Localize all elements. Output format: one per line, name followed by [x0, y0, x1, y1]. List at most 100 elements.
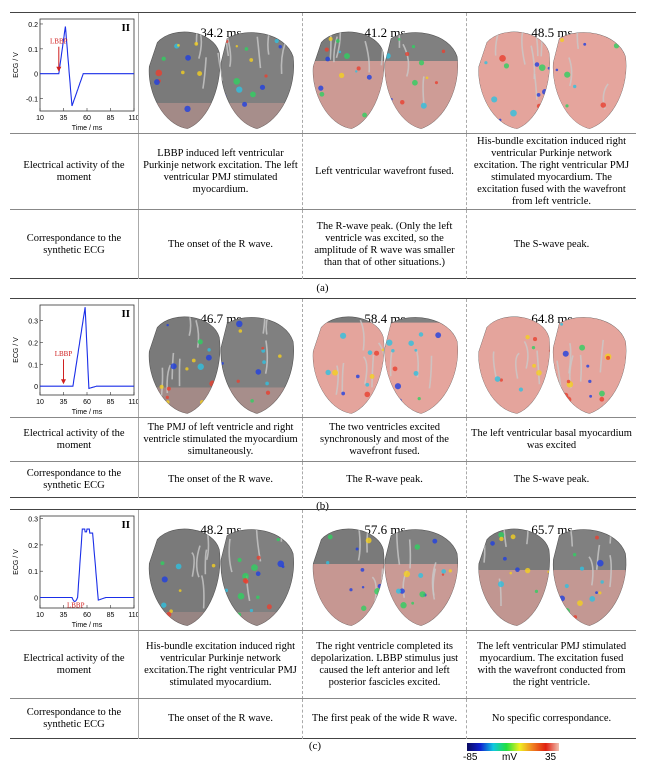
purkinje-spot	[343, 53, 350, 60]
purkinje-spot	[524, 567, 531, 574]
panel-label: (a)	[316, 282, 329, 294]
purkinje-spot	[536, 93, 541, 97]
activation-map	[313, 319, 458, 414]
purkinje-spot	[264, 74, 268, 78]
surface-ridge	[256, 36, 262, 69]
purkinje-spot	[262, 360, 266, 365]
purkinje-spot	[403, 570, 411, 578]
purkinje-spot	[242, 572, 249, 580]
heart-frame-2: 41.2 ms	[302, 13, 467, 133]
purkinje-spot	[549, 579, 555, 585]
activity-row: Electrical activity of the moment His-bu…	[10, 630, 636, 699]
surface-ridge	[195, 320, 200, 348]
heart-frame-3: 65.7 ms	[466, 510, 637, 630]
purkinje-spot	[599, 396, 605, 402]
purkinje-spot	[399, 588, 405, 594]
purkinje-spot	[525, 334, 530, 340]
purkinje-spot	[531, 345, 536, 350]
purkinje-spot	[564, 71, 571, 78]
heart-frame-1: 34.2 ms	[138, 13, 303, 133]
surface-ridge	[366, 529, 372, 553]
ventricle-left	[148, 31, 221, 129]
purkinje-spot	[510, 109, 517, 117]
surface-ridge	[503, 529, 507, 548]
purkinje-spot	[211, 563, 216, 568]
purkinje-spot	[338, 50, 342, 54]
surface-ridge	[568, 529, 574, 547]
purkinje-spot	[332, 369, 339, 376]
ventricle-right	[220, 529, 294, 626]
surface-ridge	[335, 32, 342, 59]
purkinje-spot	[326, 561, 330, 565]
y-tick-label: 0	[34, 384, 38, 391]
purkinje-spot	[237, 592, 245, 600]
purkinje-spot	[510, 534, 516, 540]
purkinje-spot	[484, 61, 488, 65]
purkinje-spot	[418, 332, 424, 337]
purkinje-spot	[362, 112, 368, 118]
surface-ridge	[579, 354, 583, 382]
ventricle-right	[220, 32, 294, 129]
surface-ridge	[185, 316, 192, 336]
purkinje-spot	[412, 79, 418, 86]
y-tick-label: -0.1	[26, 97, 38, 104]
purkinje-spot	[360, 568, 365, 572]
purkinje-spot	[548, 348, 553, 353]
purkinje-spot	[391, 349, 395, 353]
y-tick-label: 0.1	[28, 362, 38, 369]
purkinje-spot	[491, 96, 498, 103]
purkinje-spot	[572, 553, 577, 557]
colorbar-min: -85	[463, 752, 478, 763]
lbbp-arrowhead	[61, 379, 66, 385]
table-cell: The S-wave peak.	[466, 462, 636, 498]
activity-row: Electrical activity of the moment LBBP i…	[10, 133, 636, 210]
row-header: Electrical activity of the moment	[23, 160, 125, 183]
surface-ridge	[588, 556, 594, 586]
ecg-trace	[40, 307, 134, 390]
purkinje-spot	[550, 117, 555, 121]
purkinje-spot	[276, 538, 280, 542]
surface-ridge	[389, 351, 393, 377]
table-cell: The S-wave peak.	[466, 210, 636, 279]
surface-ridge	[333, 36, 338, 63]
purkinje-spot	[599, 390, 605, 397]
purkinje-spot	[319, 91, 325, 97]
purkinje-spot	[256, 555, 261, 560]
purkinje-spot	[184, 105, 191, 113]
surface-ridge	[228, 538, 233, 573]
heart-frame-1: 46.7 ms	[138, 299, 303, 417]
y-tick-label: 0.2	[28, 22, 38, 29]
purkinje-spot	[169, 609, 173, 613]
purkinje-spot	[547, 66, 551, 70]
x-tick-label: 110	[128, 399, 138, 406]
purkinje-spot	[606, 355, 611, 360]
purkinje-spot	[400, 602, 407, 609]
purkinje-spot	[418, 573, 424, 578]
surface-ridge	[277, 529, 283, 542]
purkinje-spot	[573, 84, 577, 89]
purkinje-spot	[175, 563, 182, 570]
frame-time: 65.7 ms	[531, 522, 573, 537]
purkinje-spot	[417, 396, 421, 401]
purkinje-spot	[414, 544, 421, 550]
purkinje-spot	[405, 51, 410, 57]
purkinje-spot	[255, 571, 261, 577]
ventricle-right	[220, 317, 294, 414]
purkinje-spot	[499, 54, 506, 62]
y-tick-label: 0.2	[28, 543, 38, 550]
y-tick-label: 0.2	[28, 340, 38, 347]
table-cell: The PMJ of left ventricle and right vent…	[138, 418, 302, 462]
panel-label: (c)	[308, 740, 322, 752]
heart-image	[312, 316, 458, 414]
purkinje-spot	[236, 86, 243, 93]
purkinje-spot	[579, 344, 586, 351]
lbbp-marker-label: LBBP	[67, 601, 85, 609]
purkinje-spot	[194, 42, 199, 46]
x-tick-label: 110	[128, 612, 138, 619]
purkinje-spot	[560, 322, 564, 326]
purkinje-spot	[278, 354, 282, 358]
purkinje-spot	[565, 104, 569, 108]
